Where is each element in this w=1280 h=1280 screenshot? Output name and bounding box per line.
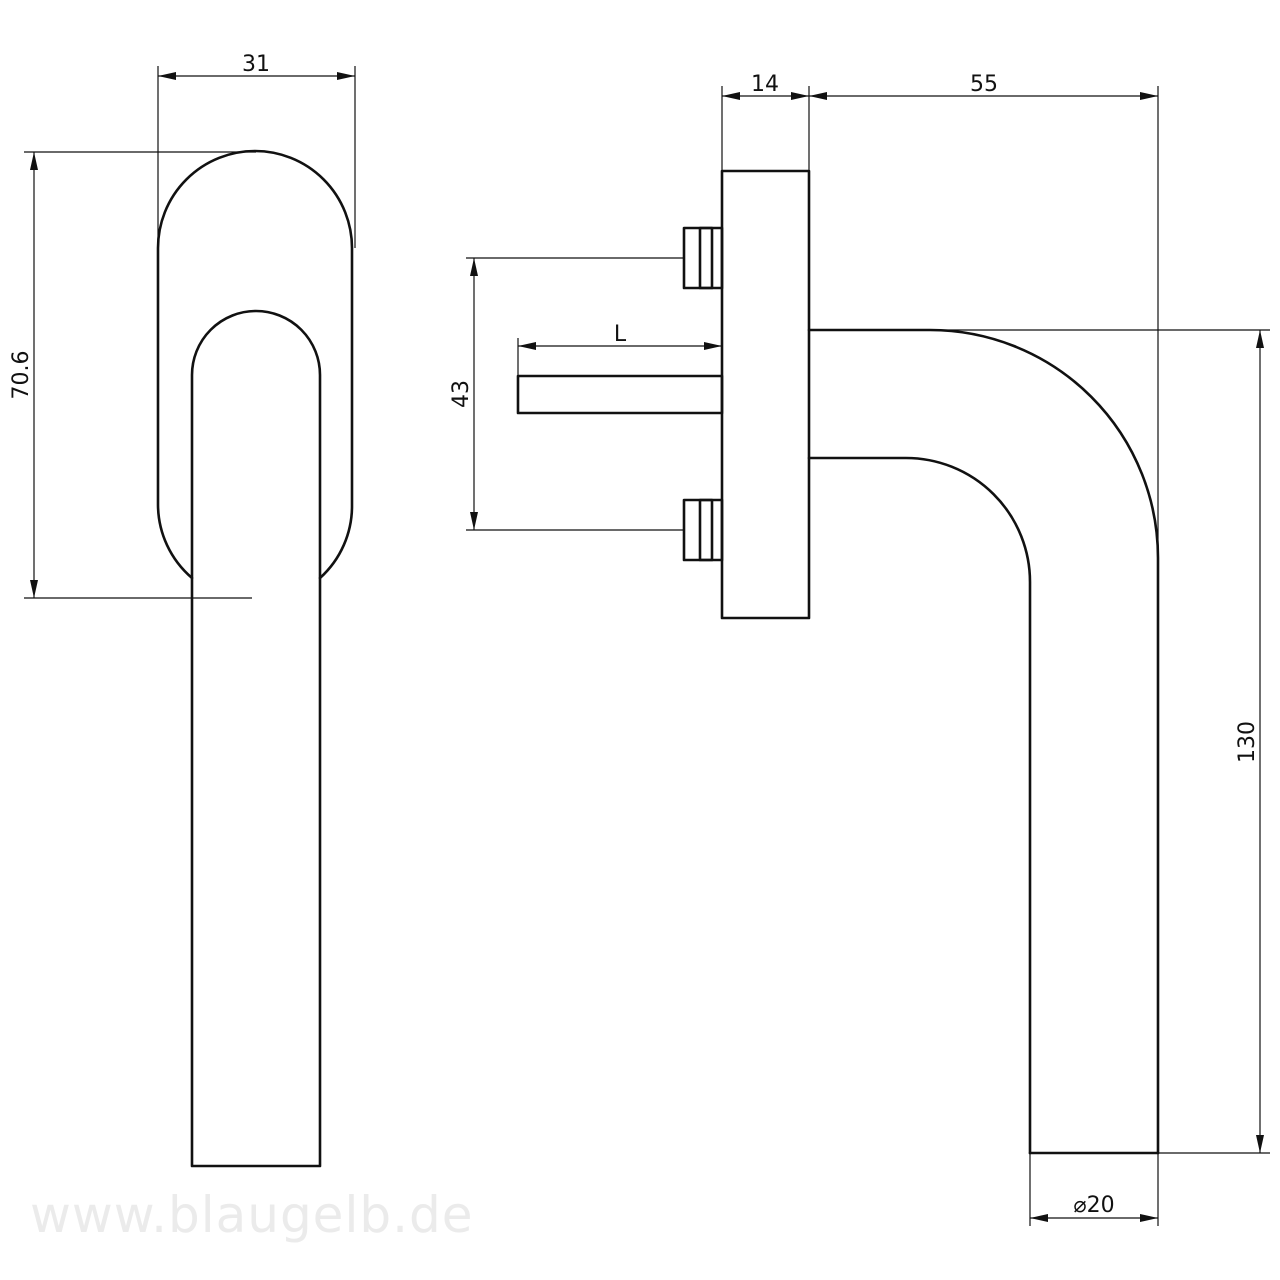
front-rose-outline — [156, 149, 354, 580]
side-spindle-arrow-left — [518, 342, 536, 350]
front-handle-lever — [190, 309, 322, 1168]
side-view: 14 55 43 L 130 ⌀20 — [449, 72, 1270, 1226]
side-depth-label: 14 — [751, 72, 779, 97]
front-width-label: 31 — [242, 52, 270, 77]
side-depth-arrow-right — [791, 92, 809, 100]
side-handle-tube-outer — [807, 328, 1160, 1155]
side-screw-arrow-bottom — [470, 512, 478, 530]
front-view: 31 70.6 — [9, 52, 356, 1168]
side-spindle — [516, 374, 724, 415]
side-diameter-arrow-right — [1140, 1214, 1158, 1222]
side-projection-arrow-left — [809, 92, 827, 100]
side-screw-lower-outer — [682, 498, 724, 562]
watermark-text: www.blaugelb.de — [30, 1186, 473, 1244]
front-height-label: 70.6 — [9, 351, 34, 400]
side-depth-arrow-left — [722, 92, 740, 100]
front-height-arrow-bottom — [30, 580, 38, 598]
front-height-arrow-top — [30, 152, 38, 170]
side-height-arrow-bottom — [1256, 1135, 1264, 1153]
side-projection-label: 55 — [970, 72, 998, 97]
side-height-arrow-top — [1256, 330, 1264, 348]
side-height-label: 130 — [1235, 721, 1260, 763]
side-screw-upper-outer — [682, 226, 724, 290]
side-screw-lower-inner — [698, 498, 714, 562]
front-width-arrow-right — [337, 72, 355, 80]
side-projection-arrow-right — [1140, 92, 1158, 100]
side-rose-plate — [720, 169, 811, 620]
front-width-arrow-left — [158, 72, 176, 80]
side-spindle-length-label: L — [614, 322, 627, 347]
side-handle-tube-inner — [807, 456, 1032, 1155]
side-screw-arrow-top — [470, 258, 478, 276]
side-spindle-arrow-right — [704, 342, 722, 350]
side-diameter-label: ⌀20 — [1073, 1193, 1114, 1218]
side-diameter-arrow-left — [1030, 1214, 1048, 1222]
side-screw-upper-inner — [698, 226, 714, 290]
side-screw-spacing-label: 43 — [449, 380, 474, 408]
